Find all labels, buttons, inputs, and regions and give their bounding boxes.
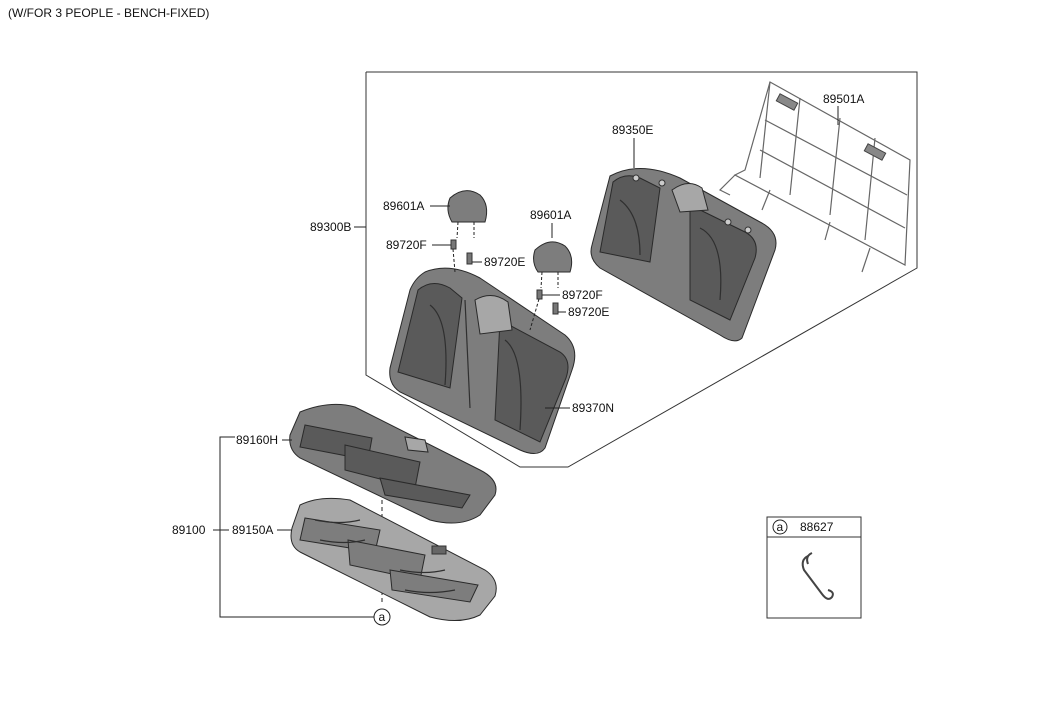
seatback-frame-part[interactable] — [718, 81, 911, 273]
label-89370N[interactable]: 89370N — [572, 401, 614, 415]
callout-a-circle[interactable] — [373, 608, 391, 626]
cushion-pad-part[interactable] — [290, 497, 497, 621]
legend-marker-label: a — [777, 520, 784, 534]
legend-box: a 88627 — [766, 516, 862, 619]
callout-a-label: a — [379, 610, 386, 624]
headrest-right-part[interactable] — [533, 241, 573, 289]
label-89150A[interactable]: 89150A — [232, 523, 273, 537]
label-89100[interactable]: 89100 — [172, 523, 206, 537]
label-89720E-right[interactable]: 89720E — [568, 305, 609, 319]
hook-clip-icon — [801, 555, 834, 600]
seatback-assembly-part[interactable] — [389, 267, 576, 454]
label-89601A-right[interactable]: 89601A — [530, 208, 571, 222]
label-89601A-left[interactable]: 89601A — [383, 199, 424, 213]
guide-left-89720E[interactable] — [466, 252, 473, 265]
label-89501A[interactable]: 89501A — [823, 92, 864, 106]
seatback-assembly-frame — [365, 71, 918, 468]
label-89720F-left[interactable]: 89720F — [386, 238, 427, 252]
label-89350E[interactable]: 89350E — [612, 123, 653, 137]
cushion-cover-part[interactable] — [289, 403, 497, 605]
label-89720E-left[interactable]: 89720E — [484, 255, 525, 269]
label-89160H[interactable]: 89160H — [236, 433, 278, 447]
seatback-cover-part[interactable] — [590, 167, 777, 342]
label-89720F-right[interactable]: 89720F — [562, 288, 603, 302]
legend-part-number[interactable]: 88627 — [800, 520, 834, 534]
headrest-left-part[interactable] — [447, 190, 488, 239]
guide-right-89720E[interactable] — [552, 302, 559, 315]
label-89300B[interactable]: 89300B — [310, 220, 351, 234]
legend-marker-circle — [772, 519, 788, 535]
guide-left-89720F[interactable] — [450, 239, 457, 273]
bracket-89100 — [219, 436, 375, 618]
diagram-title: (W/FOR 3 PEOPLE - BENCH-FIXED) — [8, 6, 209, 20]
